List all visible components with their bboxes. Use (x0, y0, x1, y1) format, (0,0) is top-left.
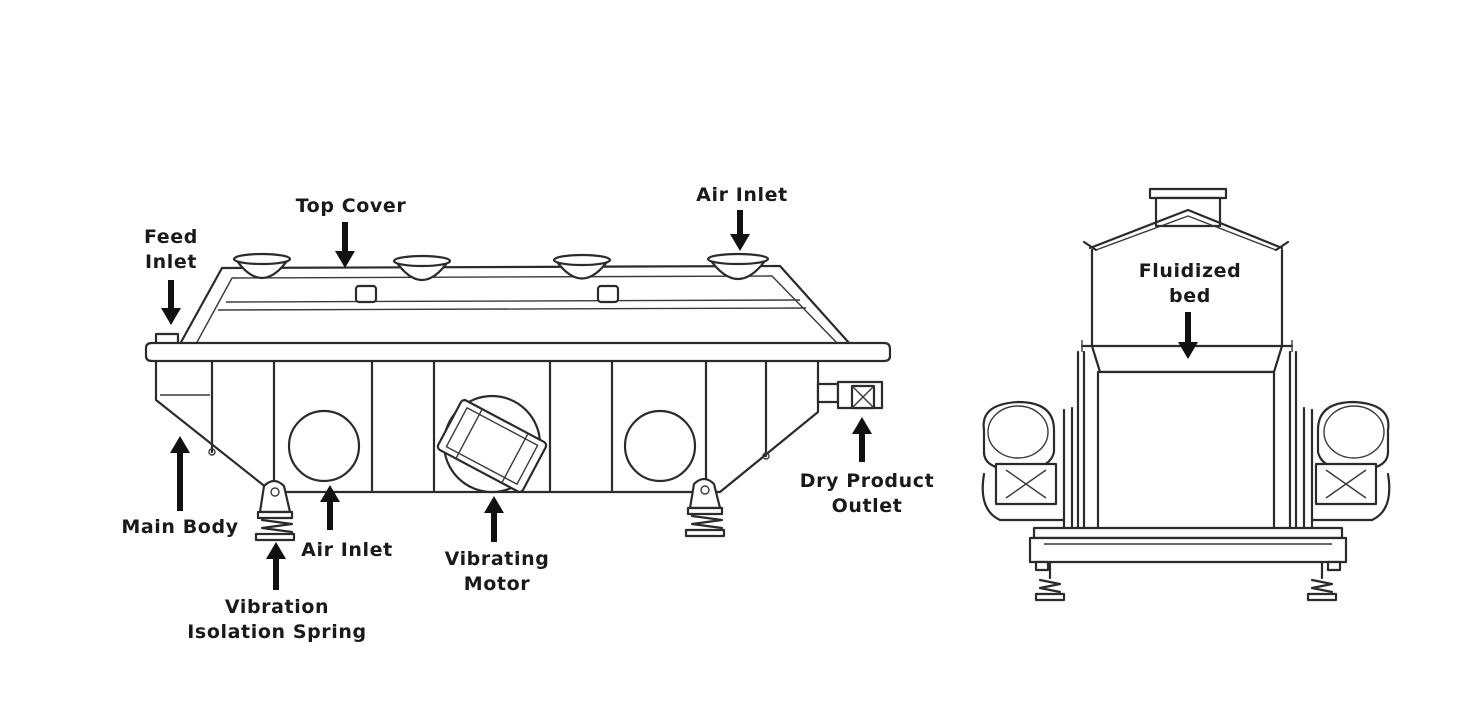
air-inlet-dome-rim (232, 252, 292, 266)
body-ribs (208, 360, 770, 492)
label-top-cover: Top Cover (296, 195, 407, 217)
vibrating-motor (436, 394, 548, 494)
label-feed-inlet-line2: Inlet (145, 251, 197, 273)
top-flange (144, 341, 892, 363)
cover-clamp (596, 284, 620, 304)
end-view-dryer (981, 187, 1391, 602)
air-inlet-dome-rim (392, 254, 452, 268)
fluidized-bed-box (1096, 370, 1276, 532)
label-fluidized-bed-line2: bed (1169, 285, 1211, 307)
label-fluidized-bed-line1: Fluidized (1139, 260, 1242, 282)
vibration-isolation-spring-left (254, 479, 296, 542)
cover-clamp (354, 284, 378, 304)
air-inlet-dome-rim (706, 252, 770, 266)
dry-product-outlet (816, 380, 884, 410)
label-vibration-spring-line2: Isolation Spring (187, 621, 366, 643)
label-vibration-spring-line1: Vibration (225, 596, 329, 618)
base-plate (1032, 526, 1344, 540)
top-cover (178, 264, 852, 346)
arrow-vibrating-motor (484, 496, 504, 542)
air-inlet-domes (232, 252, 770, 282)
top-cover-rail (225, 299, 801, 303)
callout-arrows (161, 210, 1198, 590)
label-dry-product-outlet-line2: Outlet (832, 495, 903, 517)
label-feed-inlet-line1: Feed (144, 226, 198, 248)
vibrating-motor-right (1310, 400, 1391, 522)
top-cover-inner-line (195, 275, 839, 345)
arrow-dry-product-outlet (852, 417, 872, 462)
vibrating-motor-left (981, 400, 1066, 522)
label-vibrating-motor-line1: Vibrating (445, 548, 550, 570)
air-inlet-dome-rim (552, 253, 612, 267)
label-dry-product-outlet-line1: Dry Product (800, 470, 935, 492)
air-inlet-porthole (287, 409, 361, 483)
end-view-feet (1034, 560, 1338, 602)
arrow-air-inlet-bottom (320, 485, 340, 530)
label-main-body: Main Body (121, 516, 238, 538)
label-vibrating-motor-line2: Motor (464, 573, 530, 595)
base-frame (1028, 536, 1348, 564)
label-air-inlet-bottom: Air Inlet (301, 539, 393, 561)
top-duct (1154, 196, 1222, 228)
top-duct-flange (1148, 187, 1228, 200)
arrow-feed-inlet (161, 280, 181, 325)
callout-labels: Top Cover Air Inlet Feed Inlet Main Body… (121, 184, 1242, 643)
arrow-main-body (170, 436, 190, 511)
vibration-isolation-spring-right (684, 477, 726, 538)
arrow-fluidized-bed (1178, 312, 1198, 359)
top-cover-rail-lower (217, 307, 807, 311)
air-inlet-porthole (623, 409, 697, 483)
arrow-top-cover (335, 222, 355, 268)
side-view-dryer (144, 252, 892, 542)
arrow-vibration-spring (266, 542, 286, 590)
label-air-inlet-top: Air Inlet (696, 184, 788, 206)
roof (1088, 208, 1284, 250)
arrow-air-inlet-top (730, 210, 750, 251)
